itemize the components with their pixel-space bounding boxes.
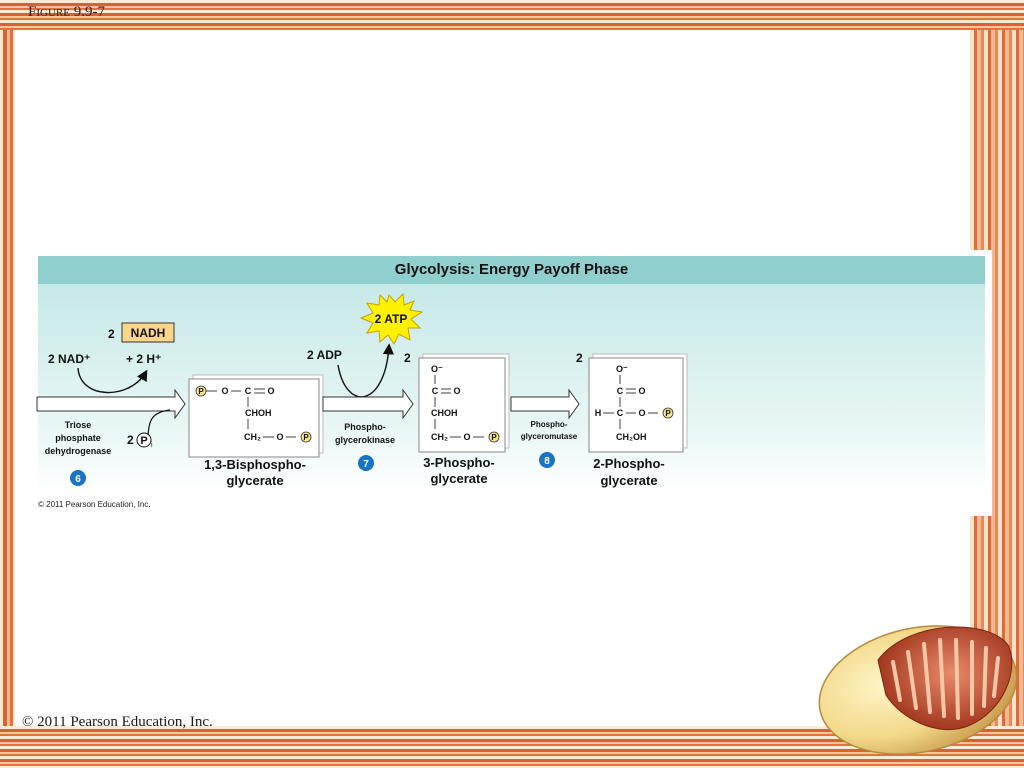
glycolysis-pathway-diagram: 2 NAD⁺ 2 NADH + 2 H⁺ Triose phosphate de…: [36, 292, 688, 488]
left-frame-border: [0, 30, 15, 726]
nadh-label: NADH: [131, 326, 166, 340]
mitochondrion-matrix: [877, 626, 1013, 731]
step6-enzyme-line3: dehydrogenase: [45, 446, 112, 456]
step6-enzyme-line2: phosphate: [55, 433, 101, 443]
step7-number: 7: [363, 459, 369, 470]
step6-arrow: [36, 388, 186, 420]
pg3-phosphate: [488, 431, 500, 443]
mitochondrion-illustration: [818, 625, 1018, 755]
pi-coefficient: 2: [127, 433, 134, 447]
pg3-o-ester: O: [463, 432, 470, 442]
footer-copyright: © 2011 Pearson Education, Inc.: [22, 714, 213, 730]
nad-label: 2 NAD⁺: [48, 352, 90, 366]
pg2-o-minus: O⁻: [616, 364, 628, 374]
pg2-carbon-2: C: [617, 408, 624, 418]
pg2-ch2oh: CH₂OH: [616, 432, 647, 442]
bpg-ch2: CH₂: [244, 432, 261, 442]
bpg-carbonyl-o: O: [267, 386, 274, 396]
pg2-coefficient: 2: [576, 351, 583, 365]
bpg-p2-label: P: [303, 433, 309, 442]
step7-enzyme-line2: glycerokinase: [335, 435, 395, 445]
mitochondrion-cristae: [891, 638, 1000, 720]
pg3-ch2: CH₂: [431, 432, 448, 442]
figure-panel: Glycolysis: Energy Payoff Phase © 2011 P…: [30, 250, 992, 516]
step7-arrow: [322, 388, 414, 420]
pi-to-arrow-curve: [147, 409, 171, 441]
step6-number-circle: [70, 470, 86, 486]
pg2-p-label: P: [665, 409, 671, 418]
adp-label: 2 ADP: [307, 348, 342, 362]
bpg-carbon-1: C: [245, 386, 252, 396]
pg2-name-line1: 2-Phospho-: [593, 456, 665, 471]
pi-phosphate-symbol: P: [140, 435, 147, 447]
step8-enzyme-line1: Phospho-: [531, 420, 568, 429]
step8-number-circle: [539, 452, 555, 468]
bpg-card: [188, 378, 320, 458]
bpg-p1-label: P: [198, 387, 204, 396]
h-plus-label: + 2 H⁺: [126, 352, 161, 366]
nad-to-nadh-arrow: [77, 367, 148, 394]
pg2-card: [588, 357, 684, 453]
pg2-hydrogen: H: [595, 408, 602, 418]
pg3-name-line1: 3-Phospho-: [423, 455, 495, 470]
pg2-name-line2: glycerate: [600, 473, 657, 488]
nadh-box: [121, 322, 175, 343]
step6-enzyme-line1: Triose: [65, 420, 92, 430]
pg2-phosphate: [662, 407, 674, 419]
pg3-p-label: P: [491, 433, 497, 442]
pg3-carbon-1: C: [432, 386, 439, 396]
pi-subscript: i: [151, 442, 153, 449]
bpg-o-ester: O: [276, 432, 283, 442]
atp-label: 2 ATP: [375, 312, 408, 326]
step8-arrow: [510, 388, 580, 420]
step8-enzyme-line2: glyceromutase: [521, 432, 578, 441]
pg3-coefficient: 2: [404, 351, 411, 365]
panel-copyright: © 2011 Pearson Education, Inc.: [38, 500, 151, 509]
bpg-chohgroup: CHOH: [245, 408, 272, 418]
bpg-o-bridge: O: [221, 386, 228, 396]
pg2-o-ester: O: [638, 408, 645, 418]
pg3-carbonyl-o: O: [453, 386, 460, 396]
step7-number-circle: [358, 455, 374, 471]
top-frame-border: [0, 0, 1024, 30]
bpg-name-line1: 1,3-Bisphospho-: [204, 457, 306, 472]
pg2-carbonyl-o: O: [638, 386, 645, 396]
pi-phosphate-circle: [136, 432, 152, 448]
figure-label: Figure 9.9-7: [28, 4, 105, 20]
bpg-phosphate-right: [300, 431, 312, 443]
panel-title: Glycolysis: Energy Payoff Phase: [394, 261, 629, 278]
bpg-name-line2: glycerate: [226, 473, 283, 488]
pg3-name-line2: glycerate: [430, 471, 487, 486]
step7-enzyme-line1: Phospho-: [344, 422, 386, 432]
adp-to-atp-arrow: [337, 343, 395, 398]
pg3-o-minus: O⁻: [431, 364, 443, 374]
nadh-coefficient: 2: [108, 327, 115, 341]
atp-burst: [359, 292, 424, 345]
panel-header: Glycolysis: Energy Payoff Phase: [38, 256, 985, 284]
pg2-carbon-1: C: [617, 386, 624, 396]
step8-number: 8: [544, 456, 550, 467]
pg3-chohgroup: CHOH: [431, 408, 458, 418]
step6-number: 6: [75, 474, 81, 485]
